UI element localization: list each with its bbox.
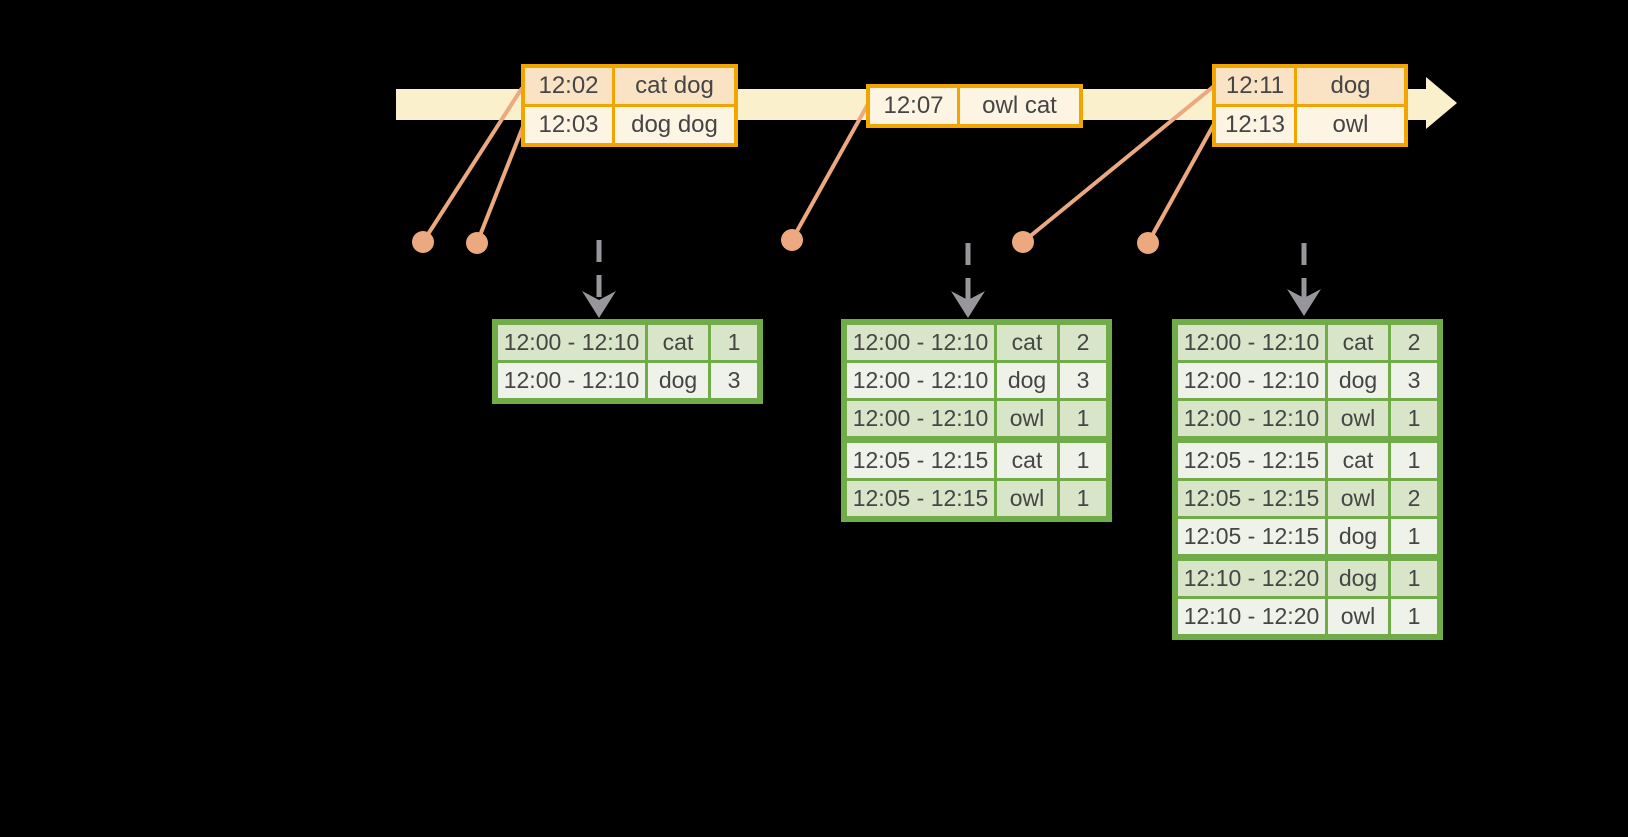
table-cell: 1 (708, 320, 762, 363)
trigger-arrows (582, 240, 1321, 318)
trigger-arrow-head-icon (582, 291, 616, 318)
table-cell: 2 (1057, 320, 1111, 363)
table-cell: 12:05 - 12:15 (842, 478, 997, 521)
event-dot (1012, 231, 1034, 253)
table-cell: dog (1294, 64, 1408, 107)
table-cell: cat dog (612, 64, 738, 107)
table-cell: 1 (1057, 398, 1111, 443)
event-dot (466, 232, 488, 254)
table-cell: owl (994, 478, 1060, 521)
table-cell: 12:11 (1212, 64, 1297, 107)
table-cell: 1 (1388, 516, 1442, 561)
table-cell: 1 (1388, 596, 1442, 639)
table-cell: 12:00 - 12:10 (842, 398, 997, 443)
table-cell: 2 (1388, 478, 1442, 519)
event-dot (412, 231, 434, 253)
event-dot (1137, 232, 1159, 254)
table-cell: 12:05 - 12:15 (842, 438, 997, 481)
trigger-arrow-head-icon (1287, 289, 1321, 316)
table-cell: 1 (1057, 478, 1111, 521)
table-cell: dog (645, 360, 711, 403)
table-cell: dog (1325, 360, 1391, 401)
table-cell: dog (1325, 556, 1391, 599)
table-cell: owl (1325, 398, 1391, 443)
timeline-arrowhead-icon (1426, 77, 1457, 129)
table-cell: owl cat (957, 84, 1083, 128)
table-cell: cat (1325, 438, 1391, 481)
table-cell: 12:00 - 12:10 (493, 320, 648, 363)
table-cell: cat (994, 320, 1060, 363)
event-connector-line (790, 103, 870, 241)
table-cell: 3 (1057, 360, 1111, 401)
table-cell: 12:05 - 12:15 (1173, 438, 1328, 481)
table-cell: 12:10 - 12:20 (1173, 556, 1328, 599)
table-cell: owl (1325, 478, 1391, 519)
table-cell: cat (994, 438, 1060, 481)
table-cell: 12:00 - 12:10 (1173, 360, 1328, 401)
table-cell: cat (645, 320, 711, 363)
event-connector-line (475, 123, 526, 244)
table-cell: 2 (1388, 320, 1442, 363)
table-cell: 3 (708, 360, 762, 403)
table-cell: 12:05 - 12:15 (1173, 478, 1328, 519)
table-cell: 1 (1388, 398, 1442, 443)
trigger-arrow-head-icon (951, 291, 985, 318)
table-cell: 12:00 - 12:10 (1173, 398, 1328, 443)
table-cell: 1 (1057, 438, 1111, 481)
table-cell: owl (994, 398, 1060, 443)
table-cell: 3 (1388, 360, 1442, 401)
table-cell: 12:00 - 12:10 (842, 360, 997, 401)
table-cell: 12:13 (1212, 104, 1297, 147)
table-cell: 1 (1388, 556, 1442, 599)
table-cell: dog (994, 360, 1060, 401)
table-cell: owl (1294, 104, 1408, 147)
event-dot (781, 229, 803, 251)
table-cell: 12:03 (521, 104, 615, 147)
table-cell: 12:10 - 12:20 (1173, 596, 1328, 639)
table-cell: dog (1325, 516, 1391, 561)
table-cell: 12:07 (866, 84, 960, 128)
table-cell: owl (1325, 596, 1391, 639)
event-connector-line (1146, 123, 1216, 244)
table-cell: 12:00 - 12:10 (842, 320, 997, 363)
table-cell: 12:00 - 12:10 (1173, 320, 1328, 363)
table-cell: 1 (1388, 438, 1442, 481)
table-cell: 12:00 - 12:10 (493, 360, 648, 403)
table-cell: cat (1325, 320, 1391, 363)
table-cell: 12:05 - 12:15 (1173, 516, 1328, 561)
table-cell: dog dog (612, 104, 738, 147)
table-cell: 12:02 (521, 64, 615, 107)
